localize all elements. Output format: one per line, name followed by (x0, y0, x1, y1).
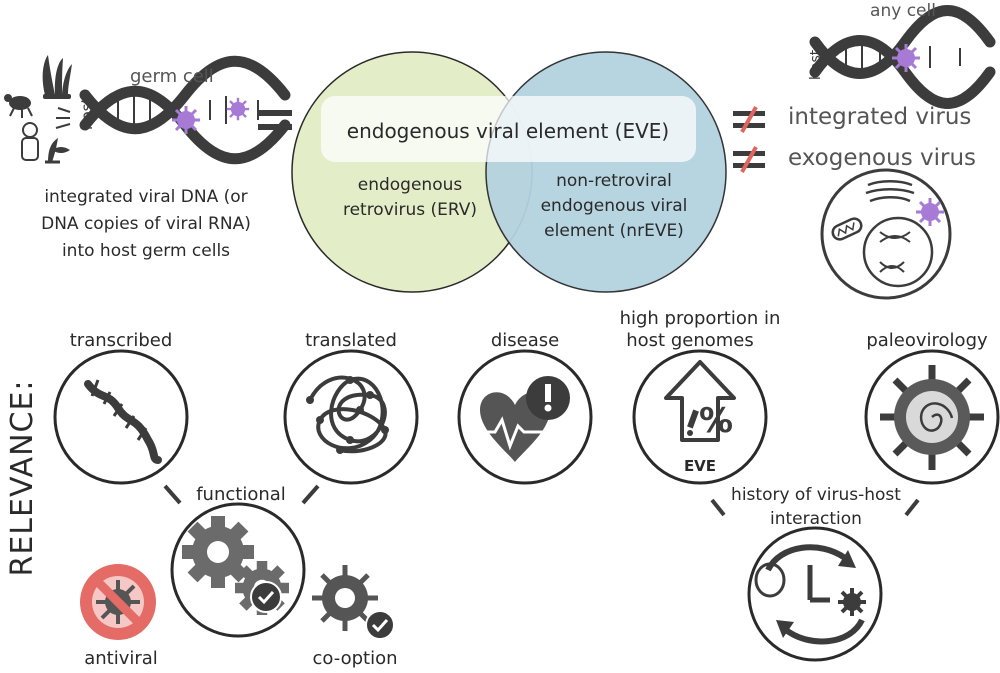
eve-label: endogenous viral element (EVE) (347, 119, 669, 143)
paleovirology-circle (864, 349, 1000, 485)
integration-caption-line1: integrated viral DNA (or (44, 187, 247, 207)
integration-caption-line3: into host germ cells (62, 241, 230, 261)
history-circle (747, 526, 883, 662)
co-option-label: co-option (313, 648, 398, 669)
not-equal-icon-2 (733, 146, 765, 173)
host-label-right: host (808, 49, 824, 80)
nreve-label-line2: endogenous viral (541, 196, 688, 216)
high-proportion-label-line2: host genomes (626, 330, 754, 351)
not-equal-icon-1 (733, 106, 765, 133)
up-arrow-percent-icon (664, 360, 736, 442)
germ-cell-label: germ cell (130, 66, 214, 87)
functional-label: functional (196, 484, 286, 505)
functional-gears-icon (182, 516, 289, 615)
germline-virus-icon (170, 104, 202, 136)
cell-icon (820, 168, 952, 300)
cell-virus-icon (914, 196, 946, 228)
disease-label: disease (491, 330, 559, 351)
history-label-line1: history of virus-host (731, 485, 901, 505)
high-proportion-label-line1: high proportion in (620, 308, 781, 329)
eve-badge-label: EVE (684, 457, 716, 475)
rna-strand-icon (84, 379, 162, 464)
relevance-heading: RELEVANCE: (5, 379, 40, 576)
history-cycle-icon (754, 544, 866, 645)
transcribed-label: transcribed (70, 330, 173, 351)
any-cell-virus-icon (890, 42, 922, 74)
heart-warning-icon (478, 376, 570, 462)
protein-tangle-icon (306, 375, 389, 454)
functional-circle (170, 502, 306, 638)
history-label-line2: interaction (770, 509, 862, 529)
host-organisms-icon (4, 55, 72, 164)
erv-label-line2: retrovirus (ERV) (343, 200, 477, 220)
integration-caption-line2: DNA copies of viral RNA) (41, 214, 251, 234)
host-label: host (78, 98, 96, 130)
translated-circle (283, 349, 419, 485)
eve-label-box (321, 96, 696, 162)
nreve-label-line1: non-retroviral (556, 171, 672, 191)
antiviral-prohibited-icon (80, 564, 156, 640)
nreve-label-line3: element (nrEVE) (544, 221, 684, 241)
co-option-virus-icon (312, 565, 395, 640)
connector-lines (163, 484, 920, 517)
paleovirology-label: paleovirology (866, 330, 988, 351)
disease-circle (457, 349, 593, 485)
integrated-virus-label: integrated virus (788, 104, 971, 130)
antiviral-label: antiviral (84, 648, 158, 669)
translated-label: translated (305, 330, 397, 351)
any-cell-label: any cell (870, 1, 936, 21)
fossil-virus-icon (880, 365, 984, 470)
percent-symbol: % (699, 401, 733, 441)
exogenous-virus-label: exogenous virus (788, 145, 976, 171)
high-proportion-circle (632, 349, 768, 485)
equals-sign-icon (258, 110, 292, 130)
transcribed-circle (53, 349, 189, 485)
erv-label-line1: endogenous (358, 175, 463, 195)
